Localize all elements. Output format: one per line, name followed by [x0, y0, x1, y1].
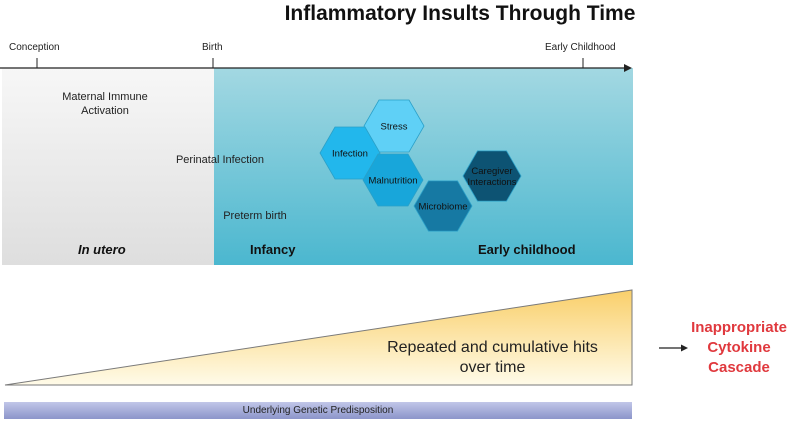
- infancy-panel: [214, 68, 633, 265]
- period-infancy: Infancy: [250, 242, 296, 257]
- cumulative-hits-label: Repeated and cumulative hits over time: [387, 339, 598, 376]
- timeline-label-birth: Birth: [202, 42, 223, 53]
- perinatal-infection-label: Perinatal Infection: [175, 154, 265, 166]
- cytokine-cascade-label: Inappropriate Cytokine Cascade: [691, 319, 787, 376]
- page-title: Inflammatory Insults Through Time: [284, 2, 636, 25]
- hexagon-microbiome: Microbiome: [413, 180, 473, 232]
- hexagon-label-caregiver-interactions: Caregiver: [471, 166, 512, 177]
- hexagon-label-malnutrition: Malnutrition: [368, 176, 417, 187]
- timeline-arrowhead: [624, 64, 632, 72]
- maternal-immune-activation-label: Maternal Immune Activation: [62, 91, 148, 117]
- hexagon-shape-malnutrition: [362, 153, 424, 207]
- hexagon-shape-microbiome: [413, 180, 473, 232]
- hexagon-shape-caregiver-interactions: [462, 150, 522, 202]
- timeline-label-early-childhood: Early Childhood: [545, 42, 616, 53]
- hexagon-label-microbiome: Microbiome: [418, 202, 467, 213]
- period-in-utero: In utero: [78, 242, 126, 257]
- timeline-label-conception: Conception: [9, 42, 60, 53]
- hexagon-shape-stress: [363, 99, 425, 153]
- insult-hexagons: StressInfectionMalnutritionMicrobiomeCar…: [319, 99, 522, 232]
- hexagon-stress: Stress: [363, 99, 425, 153]
- hexagon-label-stress: Stress: [381, 122, 408, 133]
- preterm-birth-label: Preterm birth: [223, 210, 287, 222]
- genetic-predisposition-bar: Underlying Genetic Predisposition: [4, 402, 632, 419]
- hexagon-label-infection: Infection: [332, 149, 368, 160]
- hexagon-malnutrition: Malnutrition: [362, 153, 424, 207]
- cascade-arrowhead: [681, 344, 688, 352]
- period-early-childhood: Early childhood: [478, 242, 576, 257]
- hexagon-label-caregiver-interactions: Interactions: [467, 177, 516, 188]
- in-utero-panel: [2, 68, 214, 265]
- cumulative-hits-triangle: [4, 289, 633, 386]
